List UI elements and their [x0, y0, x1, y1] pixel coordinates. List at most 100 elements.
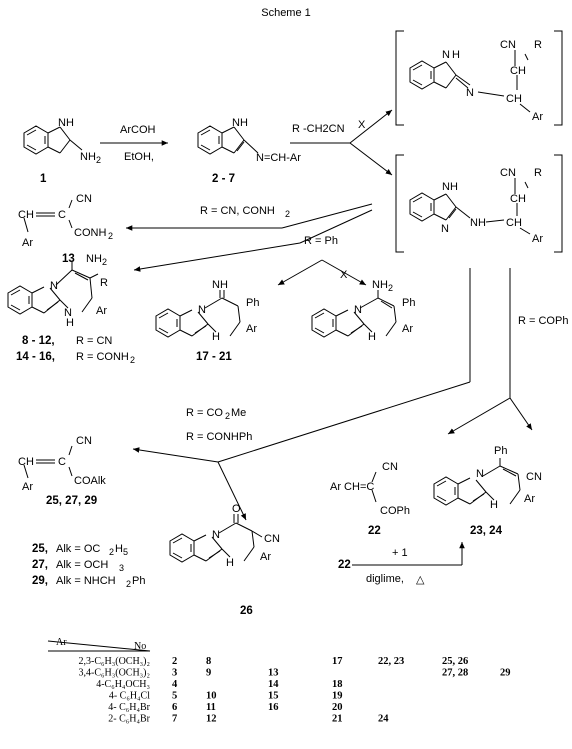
c17-ph: Ph — [246, 297, 259, 309]
table-cell-compound: 11 — [206, 702, 216, 713]
alk-27-sub: 3 — [119, 563, 124, 573]
x-upper: X — [358, 119, 366, 131]
compound-1-number: 1 — [40, 173, 47, 185]
c13-c: C — [58, 209, 66, 221]
c13-ar: Ar — [22, 237, 33, 249]
table-cell-compound: 24 — [378, 714, 389, 725]
b2-r: R — [534, 167, 542, 179]
compound-2-7-structure — [197, 125, 259, 155]
c8-nh: N — [64, 307, 72, 319]
table-header-diagonal — [47, 640, 151, 652]
table-cell-compound: 27, 28 — [442, 668, 468, 679]
table-cell-compound: 14 — [268, 679, 279, 690]
alk-27-text: Alk = OCH — [56, 559, 108, 571]
compound-22-number: 22 — [368, 525, 381, 537]
c8-nh2: NH — [86, 253, 102, 265]
c2-imine: N=CH-Ar — [256, 152, 301, 164]
c17b-ar: Ar — [402, 323, 413, 335]
alk-25-end: H — [115, 543, 123, 555]
c8-line2-r: R = CONH — [76, 351, 129, 363]
c23-h: H — [490, 499, 498, 511]
c8-line2-sub: 2 — [130, 355, 135, 365]
arrow-to-17-21 — [277, 259, 323, 286]
cond-co2me: R = CO — [186, 407, 223, 419]
b1-ch: CH — [510, 65, 526, 77]
table-cell-compound: 3 — [172, 668, 177, 679]
arrow-to-26 — [217, 461, 247, 521]
arrow-to-25 — [132, 447, 219, 463]
table-header-no: No — [134, 641, 146, 652]
c26-n: N — [212, 529, 220, 541]
arrow-to-bracket1 — [349, 109, 393, 144]
c13-conh2: CONH — [74, 227, 106, 239]
arrow-to-8-12 — [133, 242, 301, 272]
c23-ar: Ar — [524, 493, 535, 505]
compound-22-structure — [371, 471, 377, 503]
compound-13-structure — [23, 199, 73, 233]
c17b-n: N — [354, 304, 362, 316]
table-cell-compound: 22, 23 — [378, 656, 404, 667]
b1-n2: N — [466, 87, 474, 99]
x-lower: X — [340, 269, 348, 281]
table-cell-compound: 16 — [268, 702, 279, 713]
c13-cn: CN — [76, 193, 92, 205]
compound-26-structure — [169, 514, 263, 563]
table-header-ar: Ar — [56, 637, 67, 648]
c17-n: N — [198, 304, 206, 316]
cond-coph: R = COPh — [518, 315, 568, 327]
table-row-ar: 3,4-C₆H₃(OCH₃)₂ — [79, 668, 150, 679]
c13-conh2-sub: 2 — [108, 231, 113, 241]
cond-cn-conh2-sub: 2 — [285, 209, 290, 219]
table-cell-compound: 9 — [206, 668, 211, 679]
c17-nh: NH — [212, 279, 228, 291]
c8-h: H — [66, 317, 74, 329]
c17b-nh2: NH — [372, 279, 388, 291]
c8-nh2-sub: 2 — [102, 257, 107, 267]
alk-25-num: 25, — [32, 543, 48, 555]
cond-co2me-end: Me — [231, 407, 246, 419]
c1-nh2-sub: 2 — [96, 155, 101, 165]
reagent-etoh: EtOH, — [124, 151, 154, 163]
alk-25-text: Alk = OC — [56, 543, 100, 555]
b1-ar: Ar — [532, 111, 543, 123]
b2-ar: Ar — [532, 233, 543, 245]
table-row-ar: 4- C₆H₄Br — [108, 702, 150, 713]
c25-c: C — [58, 456, 66, 468]
c8-ar: Ar — [96, 305, 107, 317]
c8-line1-r: R = CN — [76, 335, 112, 347]
scheme-title: Scheme 1 — [261, 7, 311, 19]
reagent-arcoh: ArCOH — [120, 124, 156, 136]
alk-29-end: Ph — [132, 575, 145, 587]
compound-1-structure — [23, 125, 83, 155]
reagent-diglime: diglime, — [366, 573, 404, 585]
cond-conhph: R = CONHPh — [186, 431, 252, 443]
alk-29-num: 29, — [32, 575, 48, 587]
b2-cn: CN — [500, 167, 516, 179]
compound-13-number: 13 — [62, 253, 75, 265]
compound-17-21b-structure — [311, 290, 397, 338]
alk-25-sub2: 5 — [123, 547, 128, 557]
reagent-delta: △ — [416, 574, 425, 586]
b2-n: N — [441, 223, 449, 235]
table-row-ar: 4- C₆H₄Cl — [109, 691, 150, 702]
table-cell-compound: 5 — [172, 691, 177, 702]
table-cell-compound: 6 — [172, 702, 177, 713]
c26-ar: Ar — [260, 551, 271, 563]
compound-2-7-number: 2 - 7 — [212, 173, 235, 185]
c17b-nh2-sub: 2 — [388, 283, 393, 293]
table-row-ar: 2,3-C₆H₃(OCH₃)₂ — [79, 656, 150, 667]
c23-cn: CN — [526, 471, 542, 483]
c1-nh: NH — [58, 117, 74, 129]
table-cell-compound: 12 — [206, 714, 217, 725]
c13-ch: CH — [18, 209, 34, 221]
c22-coph: COPh — [380, 505, 410, 517]
table-cell-compound: 25, 26 — [442, 656, 468, 667]
intermediate-1-structure — [395, 30, 563, 126]
table-cell-compound: 17 — [332, 656, 343, 667]
table-cell-compound: 2 — [172, 656, 177, 667]
c1-nh2: NH — [80, 151, 96, 163]
compound-8-12-structure — [7, 262, 99, 315]
table-cell-compound: 19 — [332, 691, 343, 702]
